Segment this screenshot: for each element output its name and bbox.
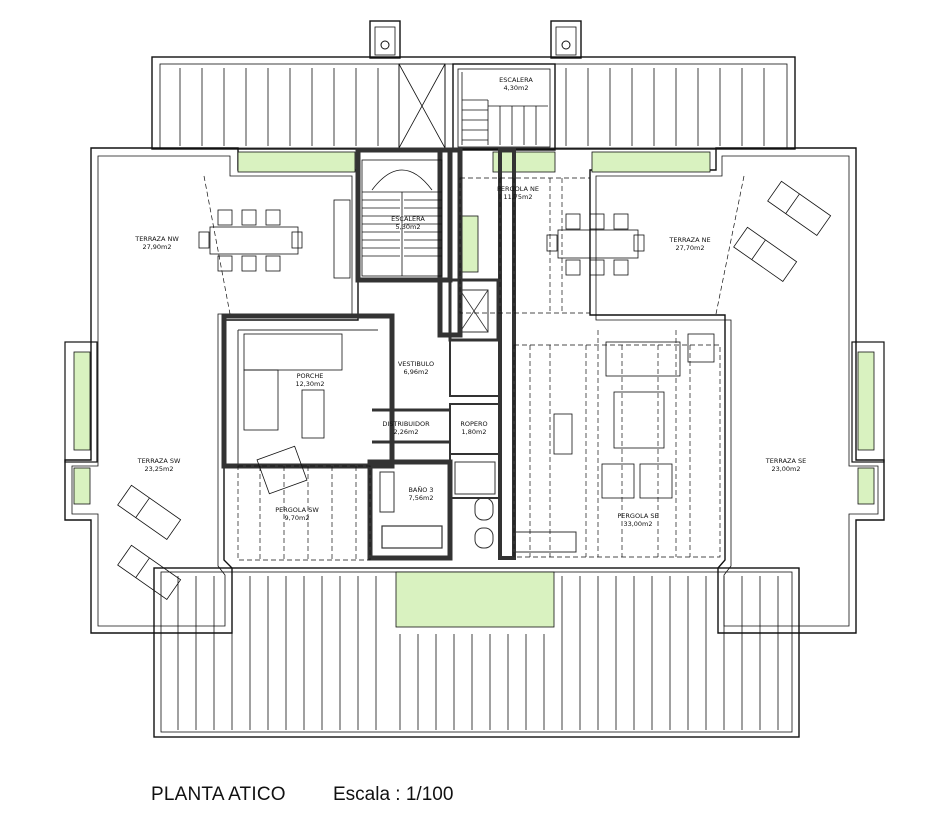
- label-vestibulo-name: VESTIBULO: [398, 360, 434, 368]
- label-escalera-area: 5,30m2: [396, 223, 421, 231]
- label-pergola-sw-name: PERGOLA SW: [275, 506, 319, 514]
- label-terraza-sw-name: TERRAZA SW: [137, 457, 181, 465]
- label-terraza-nw-area: 27,90m2: [142, 243, 171, 251]
- label-bano3-area: 7,56m2: [409, 494, 434, 502]
- label-terraza-ne-name: TERRAZA NE: [668, 236, 710, 244]
- drawing-scale: Escala : 1/100: [333, 784, 454, 805]
- label-ropero-area: 1,80m2: [462, 428, 487, 436]
- label-bano3-name: BAÑO 3: [408, 485, 433, 494]
- label-distribuidor-name: DISTRIBUIDOR: [382, 420, 430, 428]
- label-terraza-ne-area: 27,70m2: [675, 244, 704, 252]
- planters: [73, 151, 875, 628]
- label-terraza-se-name: TERRAZA SE: [765, 457, 807, 465]
- label-terraza-sw-area: 23,25m2: [144, 465, 173, 473]
- label-pergola-ne-area: 11,75m2: [503, 193, 532, 201]
- label-pergola-sw-area: 9,70m2: [285, 514, 310, 522]
- label-escalera-top-name: ESCALERA: [499, 76, 533, 84]
- label-porche-name: PORCHE: [297, 372, 324, 380]
- roof-hatching: [177, 68, 779, 730]
- label-pergola-se-area: 33,00m2: [623, 520, 652, 528]
- pergola-dashes: [203, 175, 745, 561]
- label-terraza-nw-name: TERRAZA NW: [134, 235, 179, 243]
- room-labels: ESCALERA 4,30m2 ESCALERA 5,30m2 PERGOLA …: [134, 76, 806, 528]
- furniture: [117, 180, 832, 600]
- interior-walls: [221, 147, 577, 561]
- label-escalera-top-area: 4,30m2: [504, 84, 529, 92]
- label-terraza-se-area: 23,00m2: [771, 465, 800, 473]
- label-distribuidor-area: 2,26m2: [394, 428, 419, 436]
- label-pergola-ne-name: PERGOLA NE: [497, 185, 539, 193]
- drawing-title: PLANTA ATICO: [151, 784, 286, 805]
- label-escalera-name: ESCALERA: [391, 215, 425, 223]
- label-ropero-name: ROPERO: [460, 420, 487, 428]
- label-pergola-se-name: PERGOLA SE: [617, 512, 658, 520]
- main-stair: [361, 72, 548, 277]
- label-porche-area: 12,30m2: [295, 380, 324, 388]
- label-vestibulo-area: 6,96m2: [404, 368, 429, 376]
- outer-walls: [64, 20, 885, 738]
